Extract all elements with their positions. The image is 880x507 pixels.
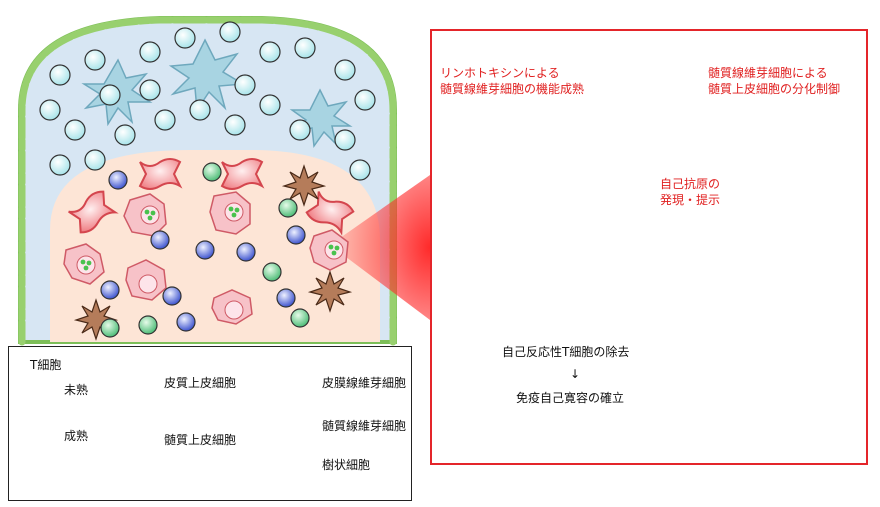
tolerance-label: 免疫自己寛容の確立 [516, 391, 625, 405]
legend-box [8, 346, 412, 501]
lymphotoxin-line1: リンホトキシンによる [440, 66, 560, 80]
zoom-cone [330, 175, 430, 320]
antigen-line1: 自己抗原の [660, 177, 721, 191]
medullary-epithelial-cells-lobe [63, 191, 349, 325]
dendritic-cells-lobe [73, 164, 353, 341]
legend-medullary-epithelial-label: 髄質上皮細胞 [164, 433, 237, 447]
legend-immature-label: 未熟 [64, 383, 89, 397]
immature-t-cells [39, 21, 376, 181]
legend-capsule-fibroblast-label: 皮膜線維芽細胞 [322, 376, 407, 390]
mature-t-cells-lobe [100, 162, 310, 338]
elimination-label: 自己反応性T細胞の除去 [502, 345, 630, 359]
blue-t-cells-lobe [100, 170, 306, 332]
legend-dendritic-label: 樹状細胞 [322, 458, 371, 472]
control-line1: 髄質線維芽細胞による [708, 66, 828, 80]
legend-medullary-fibroblast-label: 髄質線維芽細胞 [322, 419, 407, 433]
antigen-line2: 発現・提示 [660, 193, 721, 207]
legend-mature-label: 成熟 [64, 429, 89, 443]
detail-panel [430, 29, 868, 465]
lymphotoxin-line2: 髄質線維芽細胞の機能成熟 [440, 82, 585, 96]
medullary-fibroblasts-lobe [68, 158, 355, 236]
legend-cortical-epithelial-label: 皮質上皮細胞 [164, 376, 237, 390]
legend-t-cell-label: T細胞 [30, 358, 62, 372]
control-line2: 髄質上皮細胞の分化制御 [708, 82, 841, 96]
down-arrow-symbol: ↓ [570, 367, 581, 381]
